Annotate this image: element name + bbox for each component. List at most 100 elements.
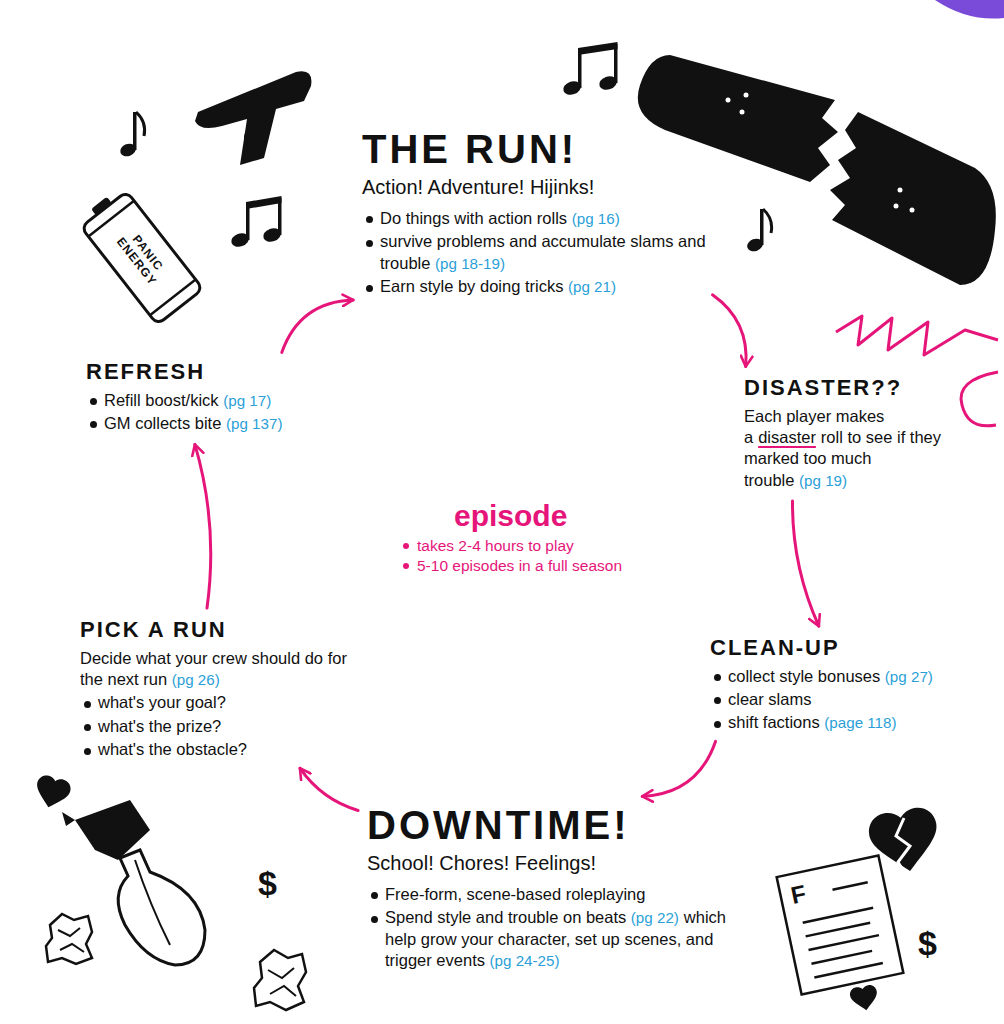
body-text: School! Chores! Feelings!: [367, 852, 596, 874]
body-text: Action! Adventure! Hijinks!: [362, 176, 594, 198]
bullet-item: Earn style by doing tricks (pg 21): [362, 276, 706, 297]
dollar-sign: $: [258, 866, 288, 900]
note-beam: [578, 42, 618, 55]
paper-crease: [58, 928, 84, 952]
test-paper: [777, 855, 904, 994]
episode-bullet: takes 2-4 hours to play: [399, 536, 676, 556]
spray-tube: [135, 860, 170, 945]
episode-heading: episode: [454, 499, 676, 534]
stage-heading: THE RUN!: [362, 126, 706, 172]
spray-bottle: [118, 850, 205, 965]
energy-can: [76, 185, 203, 325]
cycle-arrow: [642, 741, 715, 796]
page-ref: (pg 137): [226, 415, 283, 432]
bullet-item: Refill boost/kick(pg 17): [86, 390, 328, 411]
stage-block: PICK A RUNDecide what your crew should d…: [76, 614, 368, 765]
bullet-item: what's the obstacle?: [80, 739, 364, 760]
bullet-item: shift factions(page 118): [710, 712, 987, 733]
note-stem: [278, 198, 282, 235]
stage-body: Each player makes adisasterroll to see i…: [744, 406, 941, 492]
stage-heading: PICK A RUN: [80, 616, 364, 644]
heading-text: PICK A RUN: [80, 617, 227, 642]
bolt-hole: [894, 204, 899, 209]
cycle-arrow: [300, 768, 358, 810]
note-stem: [614, 44, 618, 83]
page-ref: (pg 24-25): [490, 952, 560, 969]
body-text: Spend style and trouble on beats: [385, 908, 626, 926]
bolt-hole: [744, 93, 749, 98]
episode-bullet: 5-10 episodes in a full season: [399, 556, 676, 576]
body-text: GM collects bite: [104, 414, 221, 432]
stage-heading: REFRESH: [86, 358, 328, 386]
stage-heading: DISASTER??: [744, 374, 941, 402]
note-beam: [246, 196, 282, 209]
cycle-arrow: [713, 295, 747, 367]
note-stem: [760, 209, 764, 245]
paper-crease: [268, 968, 296, 996]
body-text: Earn style by doing tricks: [380, 277, 563, 295]
page-ref: (pg 26): [172, 671, 220, 688]
body-text: Do things with action rolls: [380, 209, 567, 227]
spray-nozzle: [62, 812, 75, 826]
bullet-item: Free-form, scene-based roleplaying: [367, 884, 751, 905]
heading-text: REFRESH: [86, 359, 205, 384]
heading-text: DOWNTIME!: [367, 803, 630, 847]
bullet-item: what's your goal?: [80, 692, 364, 713]
body-text: what's the obstacle?: [98, 740, 247, 758]
bullet-item: GM collects bite (pg 137): [86, 413, 328, 434]
bolt-hole: [910, 208, 915, 213]
heart: [849, 984, 880, 1013]
stage-block: REFRESHRefill boost/kick(pg 17)GM collec…: [82, 356, 332, 438]
stage-block: CLEAN-UP collect style bonuses (pg 27) clea…: [706, 632, 991, 738]
stage-block: DISASTER?? Each player makes adisasterrol…: [740, 372, 945, 495]
bullet-item: clear slams: [710, 689, 987, 710]
cycle-arrow: [792, 501, 818, 626]
page-ref: (pg 18-19): [435, 255, 505, 272]
bullet-item: Spend style and trouble on beats(pg 22)w…: [367, 907, 751, 971]
note-flag: [136, 112, 145, 136]
can-body: [81, 191, 203, 324]
stage-heading: DOWNTIME!: [367, 802, 751, 848]
cycle-arrow: [282, 300, 353, 352]
bolt-hole: [740, 110, 745, 115]
water-gun-trigger: [245, 128, 252, 146]
music-note: [745, 209, 771, 253]
body-text: what's your goal?: [98, 693, 226, 711]
heading-text: DISASTER??: [744, 375, 902, 400]
page-ref: (pg 27): [885, 668, 933, 685]
body-text: collect style bonuses: [728, 667, 880, 685]
stage-heading: CLEAN-UP: [710, 634, 987, 662]
page-ref: (page 118): [824, 714, 896, 731]
body-text: survive problems and accumulate slams an…: [380, 232, 706, 271]
can-rim: [88, 201, 195, 316]
body-text: clear slams: [728, 690, 811, 708]
heading-text: episode: [454, 499, 567, 532]
body-text: Refill boost/kick: [104, 391, 219, 409]
heading-text: CLEAN-UP: [710, 635, 840, 660]
stage-subtitle: Action! Adventure! Hijinks!: [362, 174, 706, 200]
paper-sheet: [777, 855, 904, 994]
music-notes: [229, 196, 282, 249]
bullet-item: collect style bonuses (pg 27): [710, 666, 987, 687]
music-notes: [561, 42, 618, 97]
crumpled-paper: [254, 950, 306, 1010]
heart-crack: [896, 818, 910, 876]
body-text: what's the prize?: [98, 717, 221, 735]
bullet-item: survive problems and accumulate slams an…: [362, 231, 706, 274]
stage-subtitle: School! Chores! Feelings!: [367, 850, 751, 876]
crumpled-paper: [46, 914, 92, 964]
body-text: 5-10 episodes in a full season: [417, 557, 622, 574]
skateboard-piece: [830, 112, 996, 285]
cycle-arrow: [195, 444, 211, 608]
body-text: disaster: [758, 428, 816, 446]
body-text: takes 2-4 hours to play: [417, 537, 574, 554]
note-stem: [246, 204, 250, 240]
page-ref: (pg 17): [223, 392, 271, 409]
bolt-hole: [726, 98, 731, 103]
water-gun: [195, 71, 311, 165]
page-ref: (pg 21): [568, 278, 616, 295]
body-text: Free-form, scene-based roleplaying: [385, 885, 645, 903]
heading-text: THE RUN!: [362, 127, 577, 171]
skateboard-piece: [638, 55, 838, 182]
